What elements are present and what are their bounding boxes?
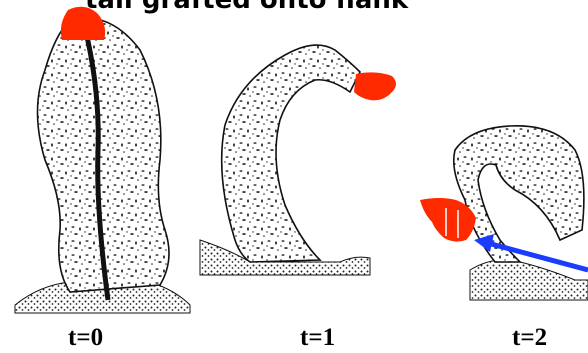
panel-t1: t=1 <box>200 45 396 351</box>
graft-tip-t1 <box>354 72 396 100</box>
time-label-t1: t=1 <box>300 324 335 351</box>
panel-t0: t=0 <box>15 7 190 351</box>
grafted-tail-t2 <box>454 126 584 262</box>
time-label-t0: t=0 <box>68 324 103 351</box>
diagram-title: tail grafted onto flank <box>85 0 409 15</box>
time-label-t2: t=2 <box>512 324 547 351</box>
grafted-tail-t1 <box>222 45 360 262</box>
panel-t2: t=2 <box>420 126 588 351</box>
